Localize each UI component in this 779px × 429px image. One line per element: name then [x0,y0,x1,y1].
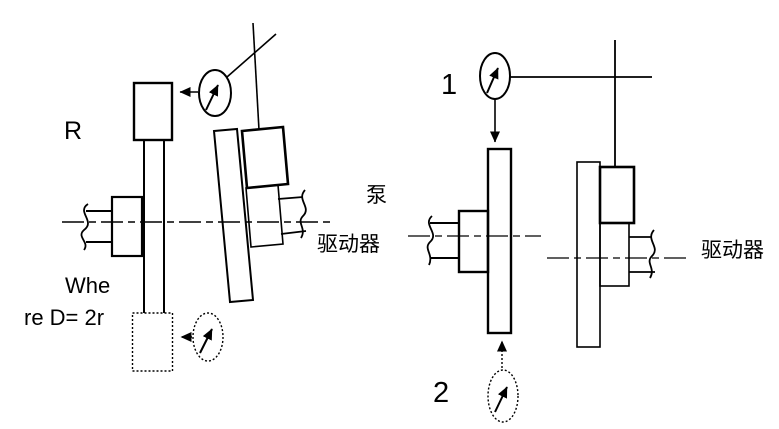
right-driver-machine [576,161,656,348]
driver-hub-lower-tilted [245,184,284,248]
dial-face-dotted [487,369,519,423]
indicator-bracket-post [252,22,260,131]
indicator-mount-arm [226,33,277,78]
left-pump-machine [80,81,174,372]
driver-hub-upper-tilted [240,125,290,190]
driver-shaft-top-line [277,196,304,200]
indicator-contact-block-top [132,81,174,142]
driver-label-right: 驱动器 [701,239,764,262]
radius-label: R [64,117,83,145]
right-diagram [408,40,688,423]
right-pump-machine [426,147,513,335]
pump-flange [486,147,513,335]
pump-shaft-break-icon [80,203,89,251]
pump-label: 泵 [366,184,387,207]
driver-hub-lower [599,222,630,287]
driver-hub-upper [598,165,636,225]
indicator-contact-block-bottom-dotted [131,312,174,372]
dial-indicator-1-icon [479,40,652,166]
left-driver-machine [212,22,307,304]
indicator-1-label: 1 [441,69,458,101]
driver-flange-tilted [212,127,255,304]
dial-needle [486,67,499,94]
pump-shaft-break-icon [426,215,435,266]
dial-indicator-top-icon [179,33,277,117]
formula-label-line1: Whe [65,273,111,298]
pump-coupling-hub [110,195,144,258]
formula-label-line2: re D= 2r [24,305,105,330]
dial-needle [494,386,508,413]
indicator-2-label: 2 [433,377,450,409]
driver-shaft-break-icon [299,189,307,239]
dial-face [198,69,232,117]
driver-shaft-break-icon [648,229,656,279]
driver-flange [576,161,601,348]
dial-indicator-2-icon [487,340,519,423]
left-diagram [62,22,335,372]
dial-needle [199,328,213,354]
dial-indicator-bottom-dotted-icon [180,312,224,362]
dial-needle [205,84,219,111]
dial-face-dotted [192,312,224,362]
driver-label-left: 驱动器 [317,233,380,256]
pump-coupling-hub [457,209,490,274]
